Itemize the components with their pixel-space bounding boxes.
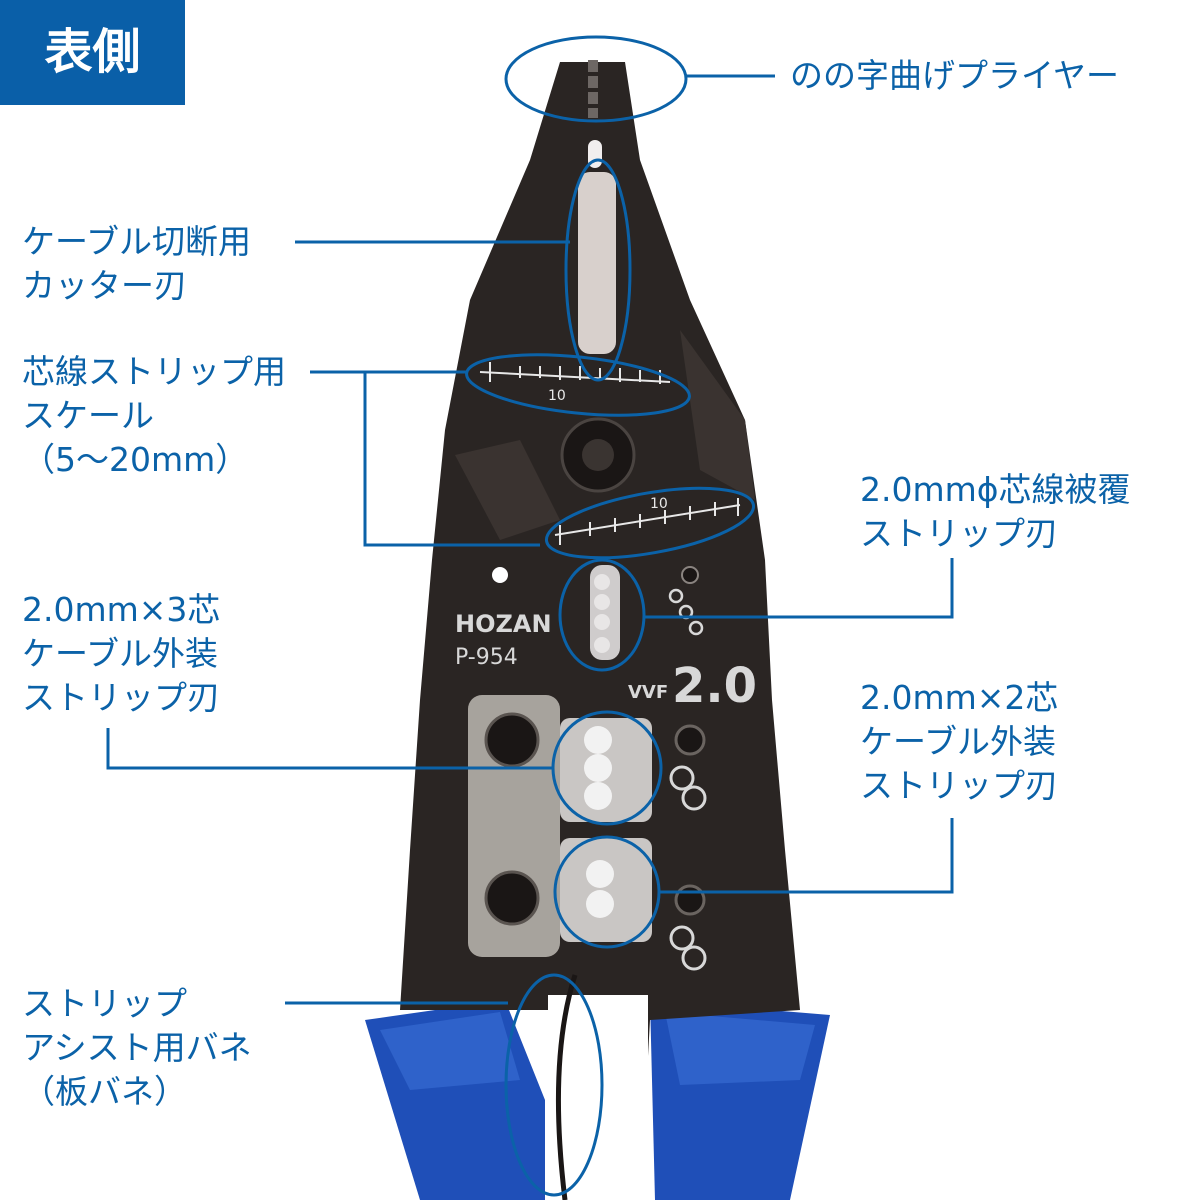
ellipse-scale-lower [544,486,756,560]
scale-upper-mark: 10 [548,388,566,404]
ellipse-three-core [551,710,663,826]
label-three-core-line-3: ストリップ刃 [22,678,220,717]
callout-ellipses [465,35,756,1197]
label-cutter: ケーブル切断用 カッター刃 [22,220,251,308]
label-scale-line-3: （5〜20mm） [22,440,249,479]
label-scale: 芯線ストリップ用 スケール （5〜20mm） [22,350,286,482]
label-two-core-line-1: 2.0mm×2芯 [860,678,1059,717]
label-three-core-line-1: 2.0mm×3芯 [22,590,221,629]
label-two-core-line-2: ケーブル外装 [860,722,1057,761]
three-core-notch [560,718,652,822]
two-core-notch [560,838,652,942]
tip-serration [588,60,598,118]
label-cutter-line-1: ケーブル切断用 [22,222,252,261]
label-scale-line-1: 芯線ストリップ用 [22,352,286,391]
label-three-core: 2.0mm×3芯 ケーブル外装 ストリップ刃 [22,588,220,720]
label-pliers: のの字曲げプライヤー [790,54,1119,98]
label-spring-line-2: アシスト用バネ [22,1028,252,1067]
label-two-core-line-3: ストリップ刃 [860,766,1058,805]
label-core-strip: 2.0mmϕ芯線被覆 ストリップ刃 [860,468,1131,556]
plate-screw-top [484,712,540,768]
ellipse-core [558,558,646,672]
label-spring: ストリップ アシスト用バネ （板バネ） [22,982,252,1114]
plate-screw-bottom [484,870,540,926]
leaf-spring [555,974,578,1200]
scale-lower [554,498,741,545]
label-three-core-line-2: ケーブル外装 [22,634,219,673]
cutter-blade [578,172,616,354]
ellipse-pliers [504,35,688,123]
ellipse-spring [504,973,604,1197]
label-pliers-line: のの字曲げプライヤー [790,56,1120,95]
size-text: 2.0 [672,658,757,714]
label-cutter-line-2: カッター刃 [22,266,187,305]
label-spring-line-3: （板バネ） [22,1072,187,1111]
ellipse-two-core [553,835,661,949]
label-core-strip-line-2: ストリップ刃 [860,514,1058,553]
label-spring-line-1: ストリップ [22,984,187,1023]
ellipse-cutter [564,158,632,382]
scale-upper [479,362,671,384]
leader-lines [106,74,954,1005]
core-strip-notch [590,565,620,660]
vvf-text: VVF [628,682,668,703]
scale-lower-mark: 10 [650,496,668,512]
model-text: P-954 [455,645,518,670]
label-core-strip-line-1: 2.0mmϕ芯線被覆 [860,470,1131,509]
label-two-core: 2.0mm×2芯 ケーブル外装 ストリップ刃 [860,676,1058,808]
brand-text: HOZAN [455,610,552,638]
side-badge: 表側 [0,0,185,105]
label-scale-line-2: スケール [22,396,154,435]
